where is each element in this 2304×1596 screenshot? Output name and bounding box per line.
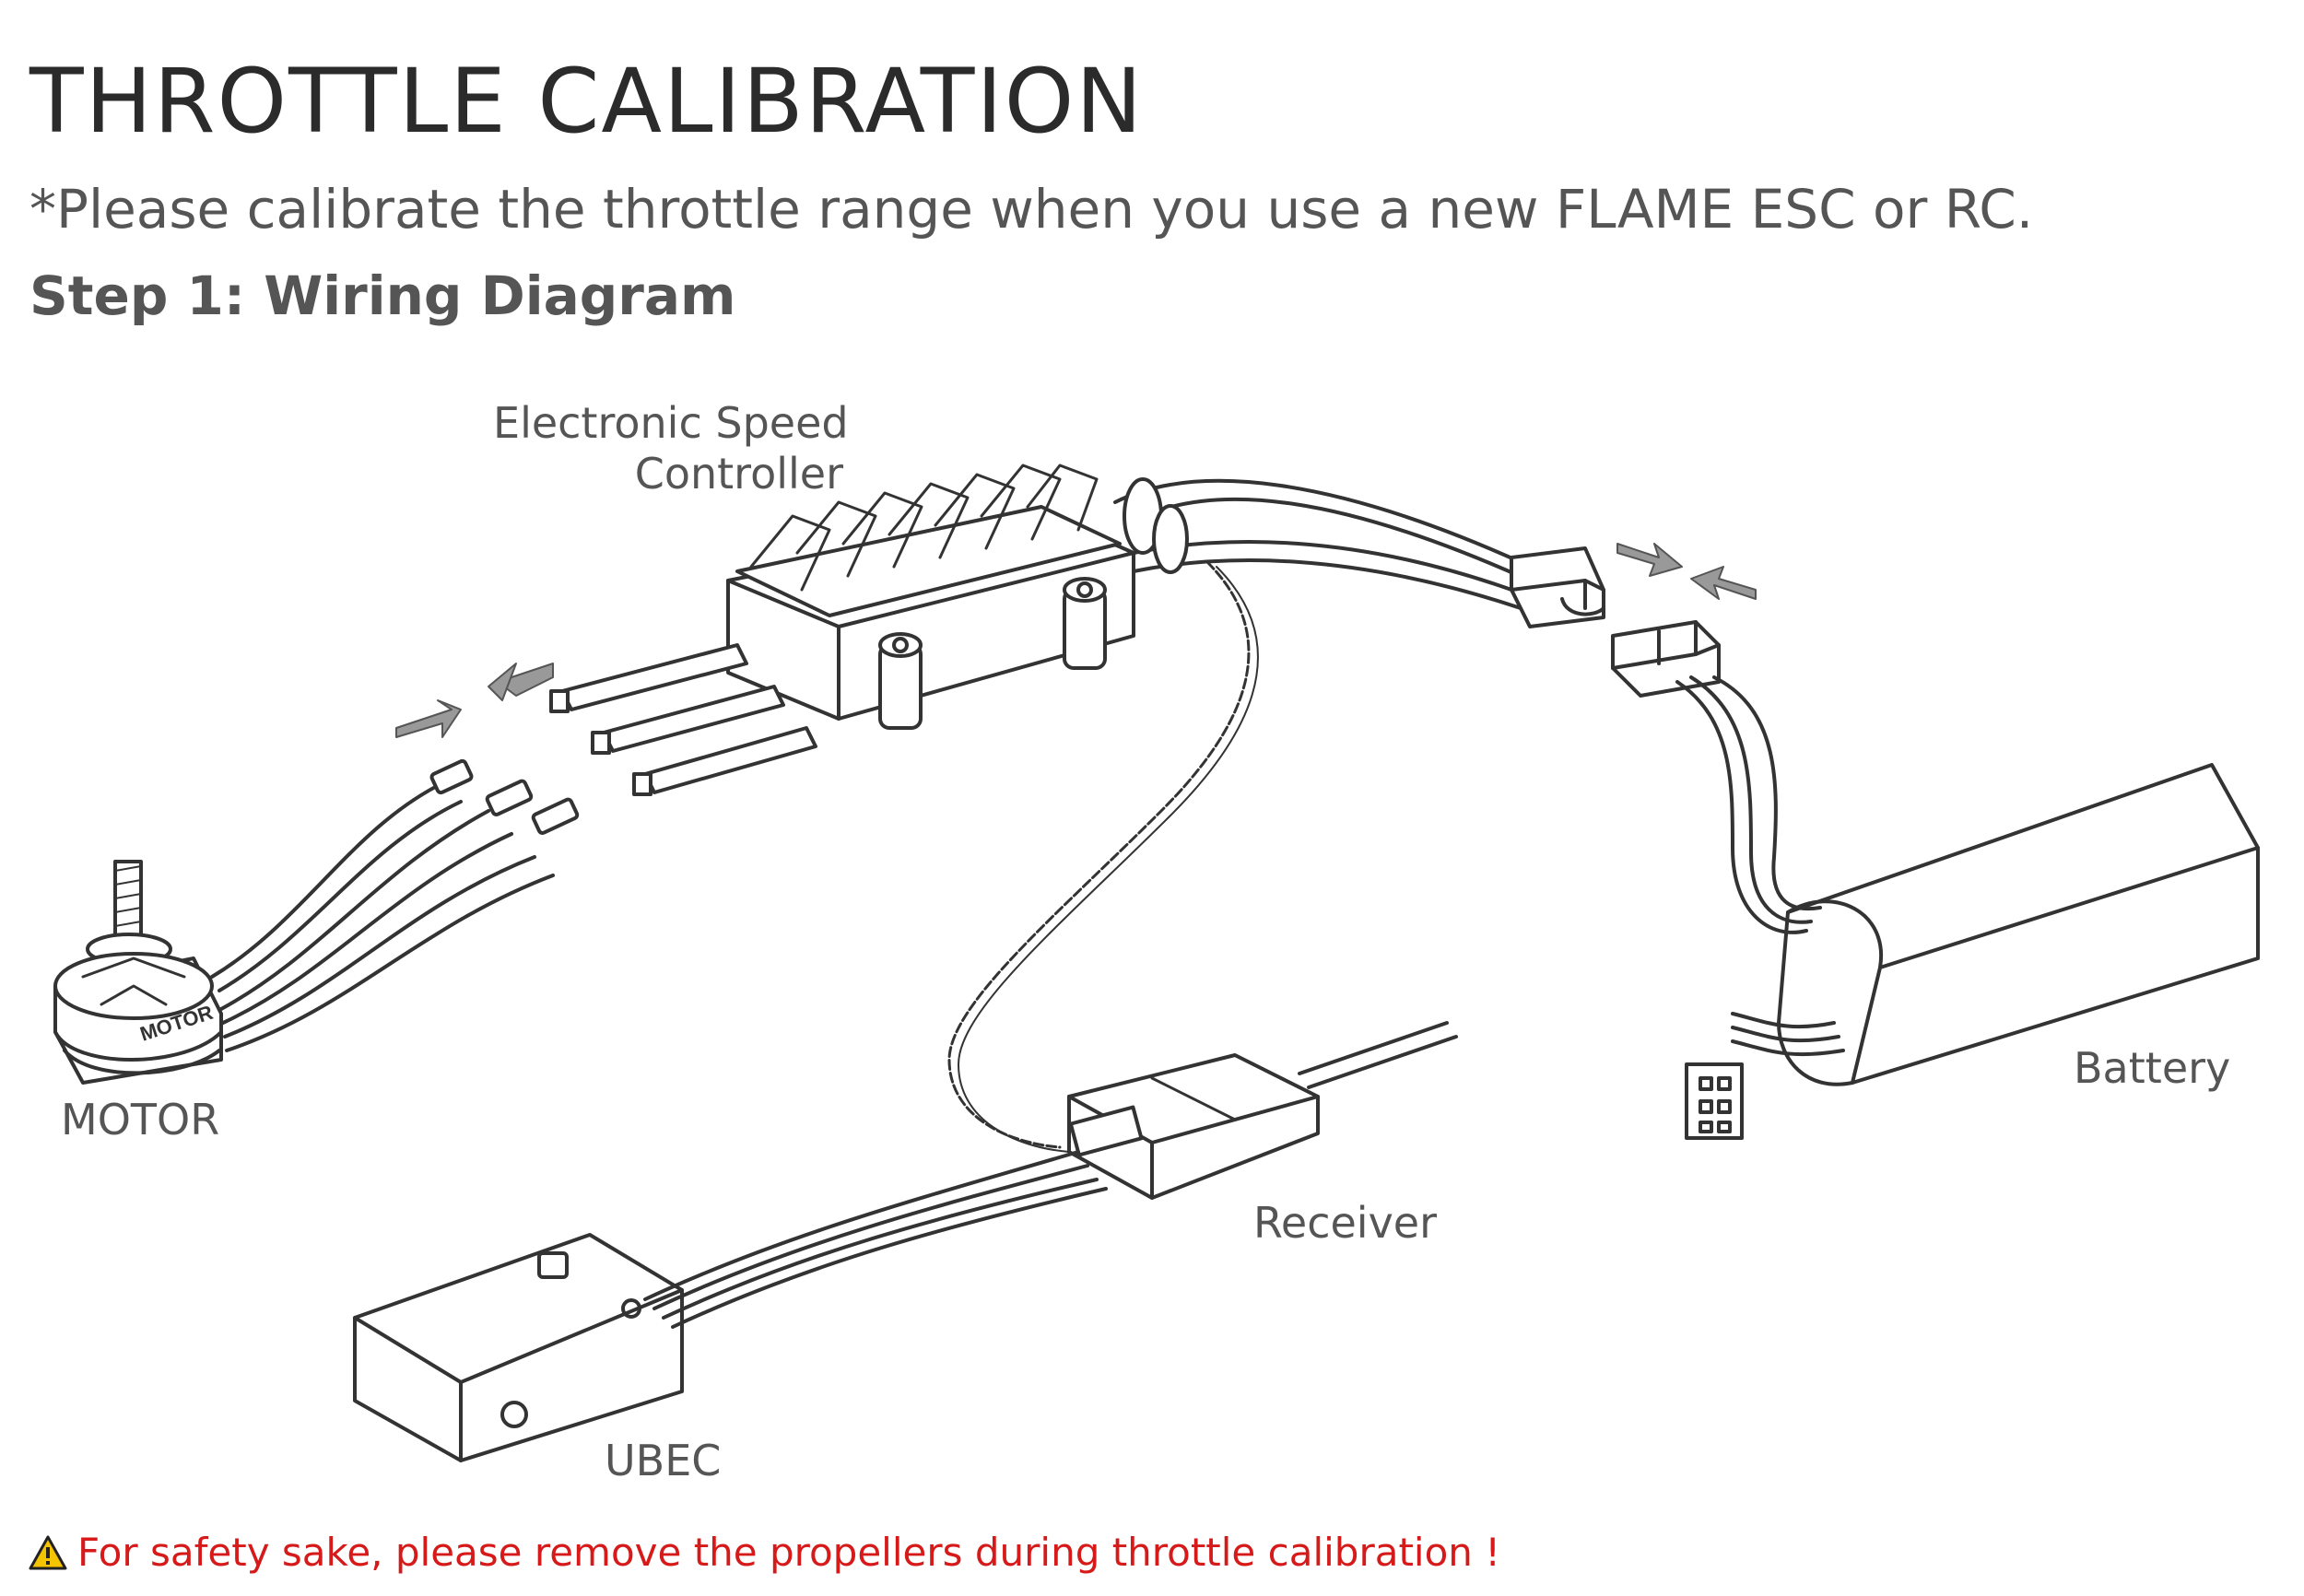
battery-label: Battery [2074, 1043, 2231, 1093]
motor-wires [210, 758, 580, 1052]
arrow-right-motor [395, 699, 462, 738]
connection-arrows [395, 543, 1757, 738]
arrow-left-esc [497, 663, 554, 697]
page-title: THROTTLE CALIBRATION [29, 50, 1145, 153]
safety-warning-text: For safety sake, please remove the prope… [77, 1530, 1501, 1575]
arrow-left-battery [1690, 566, 1757, 600]
battery-unit [1675, 675, 2260, 1140]
motor-label: MOTOR [61, 1095, 220, 1144]
warning-triangle-icon [29, 1535, 67, 1569]
ubec-unit [353, 1150, 1108, 1462]
receiver-label: Receiver [1253, 1198, 1438, 1248]
ubec-label: UBEC [605, 1436, 722, 1485]
esc-signal-cable [947, 560, 1251, 1149]
esc-unit [549, 464, 1532, 1153]
esc-heatsink [749, 464, 1099, 592]
arrow-right-battery-esc [1616, 543, 1683, 577]
receiver-unit [1067, 1021, 1458, 1200]
esc-label-line1: Electronic Speed [493, 398, 849, 448]
motor-unit: MOTOR [53, 860, 223, 1085]
esc-power-leads [1113, 477, 1532, 610]
safety-warning: For safety sake, please remove the prope… [28, 1530, 1500, 1575]
esc-battery-connector [1510, 546, 1605, 628]
esc-motor-wires [549, 643, 817, 796]
page-subtitle: *Please calibrate the throttle range whe… [29, 178, 2034, 241]
esc-label-line2: Controller [634, 449, 843, 499]
esc-label: Electronic Speed Controller [493, 398, 849, 499]
esc-screw-posts [878, 577, 1107, 730]
step-heading: Step 1: Wiring Diagram [29, 264, 736, 327]
